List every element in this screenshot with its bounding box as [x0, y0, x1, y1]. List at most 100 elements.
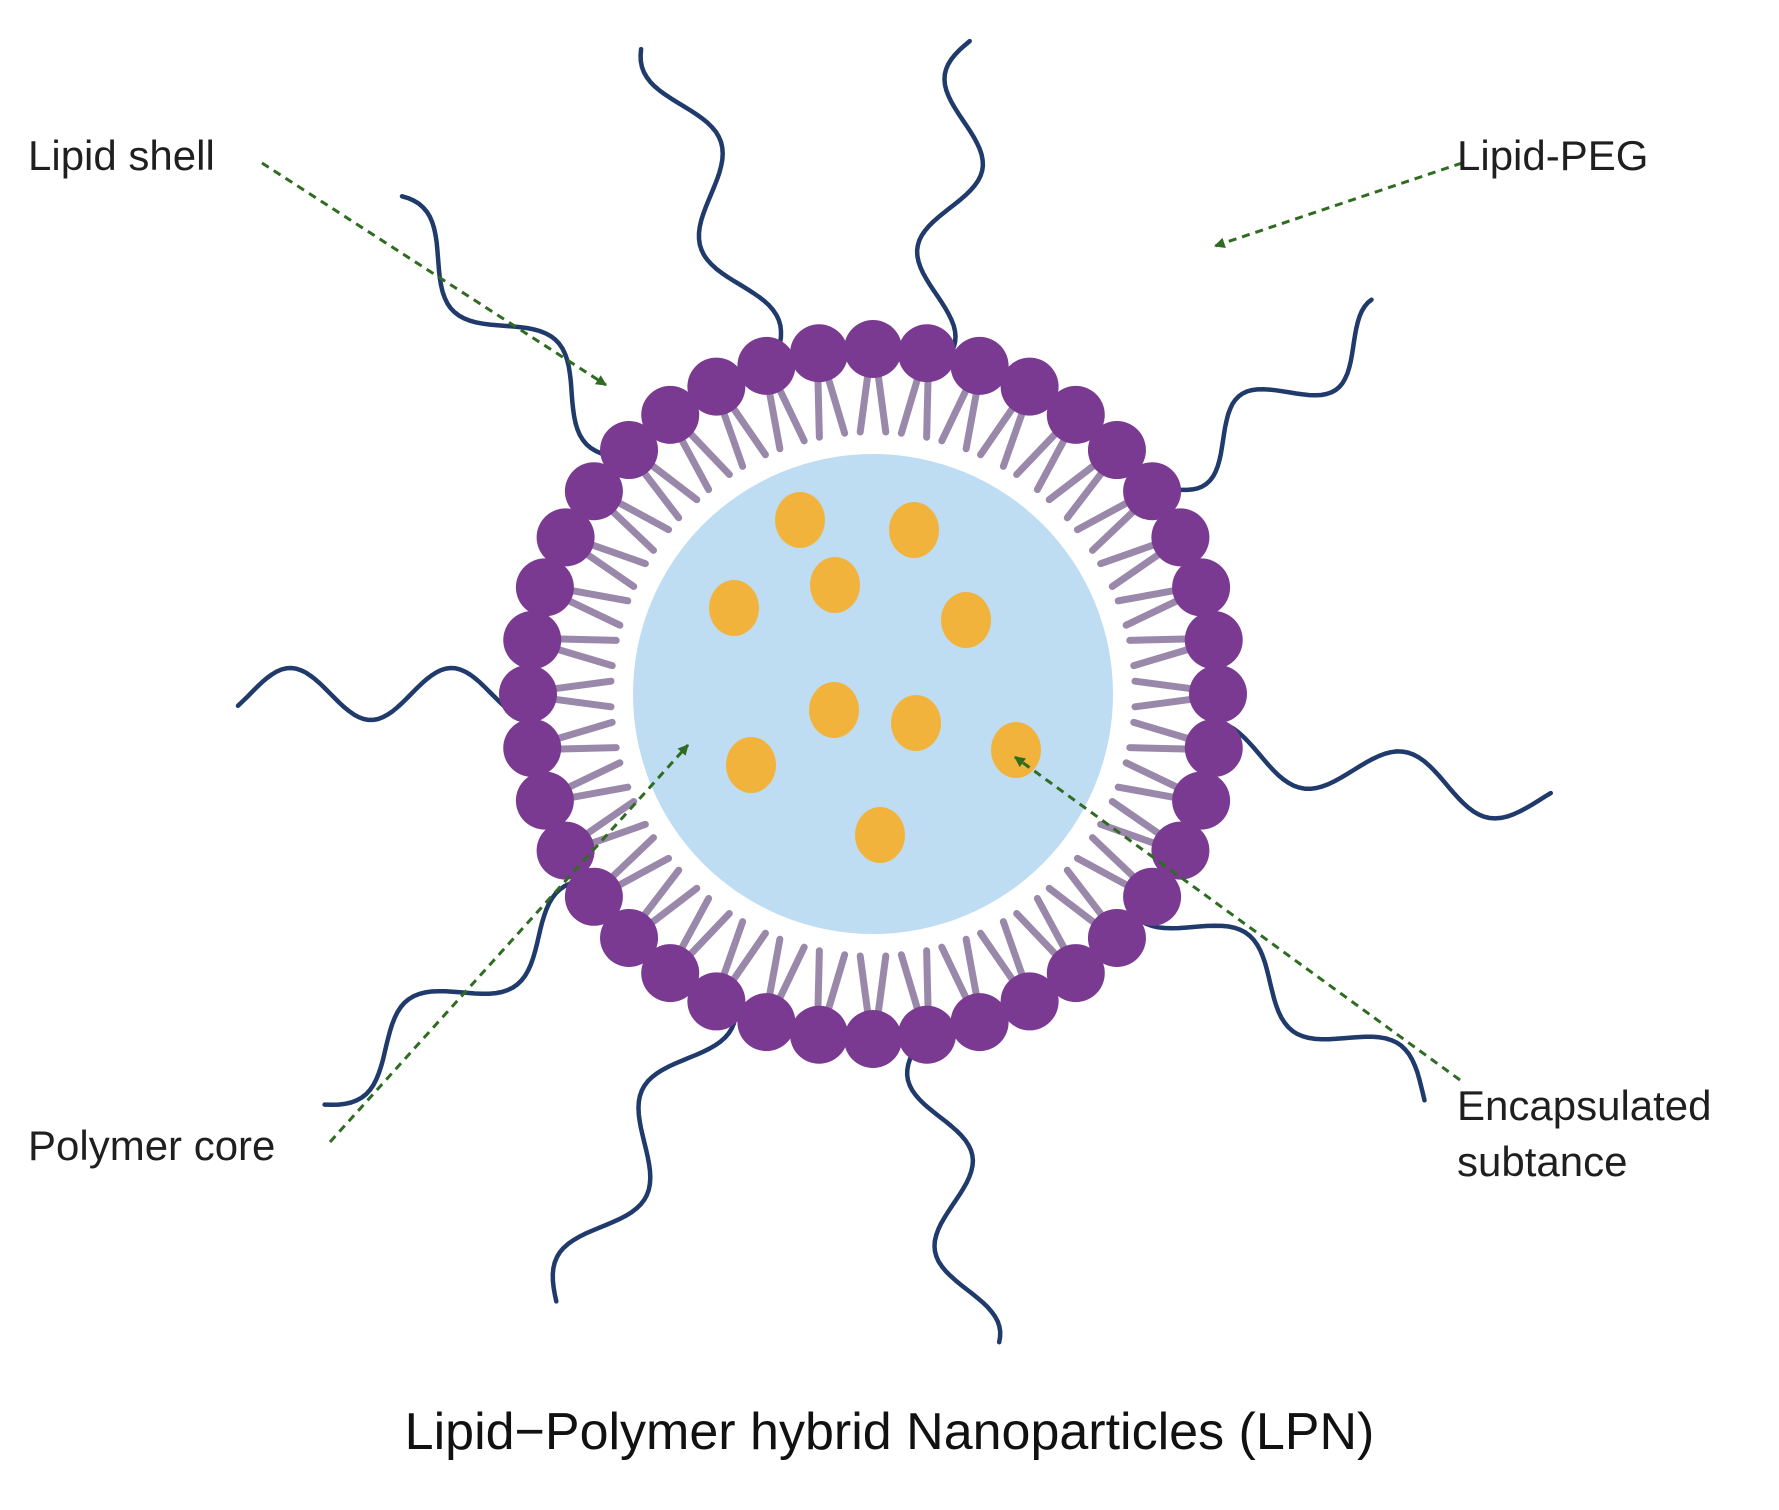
lipid-tail	[897, 951, 923, 1017]
lipid-tail	[938, 943, 972, 1006]
lipid-head	[897, 1005, 956, 1064]
lipid-head	[503, 611, 562, 670]
lipid-head	[844, 320, 902, 378]
lipid-peg-chains	[235, 38, 1554, 1345]
lipid-tail	[977, 929, 1019, 987]
lipid-tail	[727, 929, 769, 987]
lipid-tail	[564, 586, 632, 605]
lipid-tail	[1131, 695, 1199, 711]
encapsulated-particles	[709, 492, 1041, 863]
lipid-tail	[1033, 432, 1070, 494]
label-lipid-shell: Lipid shell	[28, 132, 215, 179]
lipid-head	[790, 324, 849, 383]
lipid-head	[641, 944, 700, 1003]
lipid-head	[600, 908, 659, 967]
lipid-head	[687, 357, 746, 416]
lipid-tail	[611, 854, 673, 891]
lipid-tail	[1073, 854, 1135, 891]
lipid-tail	[823, 951, 849, 1017]
encapsulated-particle	[941, 592, 991, 648]
lipid-head	[515, 558, 574, 617]
lipid-tail	[552, 744, 620, 753]
lipid-tail	[584, 540, 649, 568]
peg-chain	[1215, 720, 1554, 821]
lipid-tail	[1013, 909, 1062, 961]
lipid-tail	[1122, 759, 1185, 793]
peg-chain	[322, 878, 585, 1108]
lipid-head	[1000, 972, 1059, 1031]
label-encapsulated-substance: Encapsulated subtance	[1457, 1078, 1757, 1190]
lipid-tail	[765, 385, 784, 453]
lipid-tail	[874, 368, 890, 436]
lipid-head	[1151, 508, 1210, 567]
lipid-tail	[550, 644, 616, 670]
lipid-tail	[1045, 884, 1101, 929]
lipid-tail	[547, 695, 615, 711]
encapsulated-particle	[891, 695, 941, 751]
annotation-arrow	[328, 743, 690, 1144]
lipid-head	[499, 665, 557, 723]
lipid-tail	[856, 368, 872, 436]
lipid-head	[503, 718, 562, 777]
lipid-tail	[1126, 744, 1194, 753]
lipid-tail	[547, 677, 615, 693]
lipid-tail	[1108, 548, 1166, 590]
lipid-tail	[1063, 466, 1108, 522]
label-polymer-core: Polymer core	[28, 1122, 276, 1169]
lipid-head	[1087, 908, 1146, 967]
lipid-tail	[638, 866, 683, 922]
lipid-head	[897, 324, 956, 383]
lipid-tail	[561, 595, 624, 629]
lipid-tail	[999, 405, 1027, 470]
peg-chain	[235, 665, 531, 723]
lipid-head	[1123, 462, 1182, 521]
lipid-tail	[1114, 586, 1182, 605]
lipid-tail	[561, 759, 624, 793]
lipid-head	[1184, 611, 1243, 670]
peg-chain	[914, 38, 986, 359]
peg-chain	[904, 1033, 1003, 1345]
lipid-tail	[1130, 718, 1196, 744]
encapsulated-particle	[810, 557, 860, 613]
lipid-tail	[765, 935, 784, 1003]
lipid-head	[1046, 385, 1105, 444]
lipid-head	[1046, 944, 1105, 1003]
annotation-arrows	[261, 161, 1463, 1144]
lipid-tail	[823, 371, 849, 437]
lipid-tail	[1088, 834, 1140, 883]
lipid-heads	[499, 320, 1247, 1068]
lipid-tail	[676, 432, 713, 494]
lipid-head	[1087, 421, 1146, 480]
encapsulated-particle	[775, 492, 825, 548]
label-encapsulated-line2: subtance	[1457, 1138, 1628, 1185]
lipid-head	[737, 993, 796, 1052]
lipid-tail	[550, 718, 616, 744]
lipid-head	[950, 336, 1009, 395]
lipid-tail	[1131, 677, 1199, 693]
lipid-tail	[684, 909, 733, 961]
lipid-tail	[977, 401, 1019, 459]
lipid-head	[600, 421, 659, 480]
lipid-head	[1123, 867, 1182, 926]
lipid-tail	[580, 798, 638, 840]
annotation-arrow	[1014, 755, 1461, 1082]
lipid-tail	[1130, 644, 1196, 670]
lipid-tail	[676, 894, 713, 956]
lipid-tail	[645, 884, 701, 929]
lipid-tail	[580, 548, 638, 590]
encapsulated-particle	[855, 807, 905, 863]
lipid-tail	[814, 947, 823, 1015]
lipid-head	[1172, 771, 1231, 830]
lipid-tail	[1013, 427, 1062, 479]
lipid-tail	[1045, 459, 1101, 504]
encapsulated-particle	[991, 722, 1041, 778]
lipid-tail	[1114, 783, 1182, 802]
lipid-head	[687, 972, 746, 1031]
lipid-tail	[1063, 866, 1108, 922]
lipid-head	[790, 1005, 849, 1064]
lipid-tail	[606, 505, 658, 554]
lipid-head	[1172, 558, 1231, 617]
peg-chain	[550, 1009, 739, 1304]
lipid-tail	[1033, 894, 1070, 956]
